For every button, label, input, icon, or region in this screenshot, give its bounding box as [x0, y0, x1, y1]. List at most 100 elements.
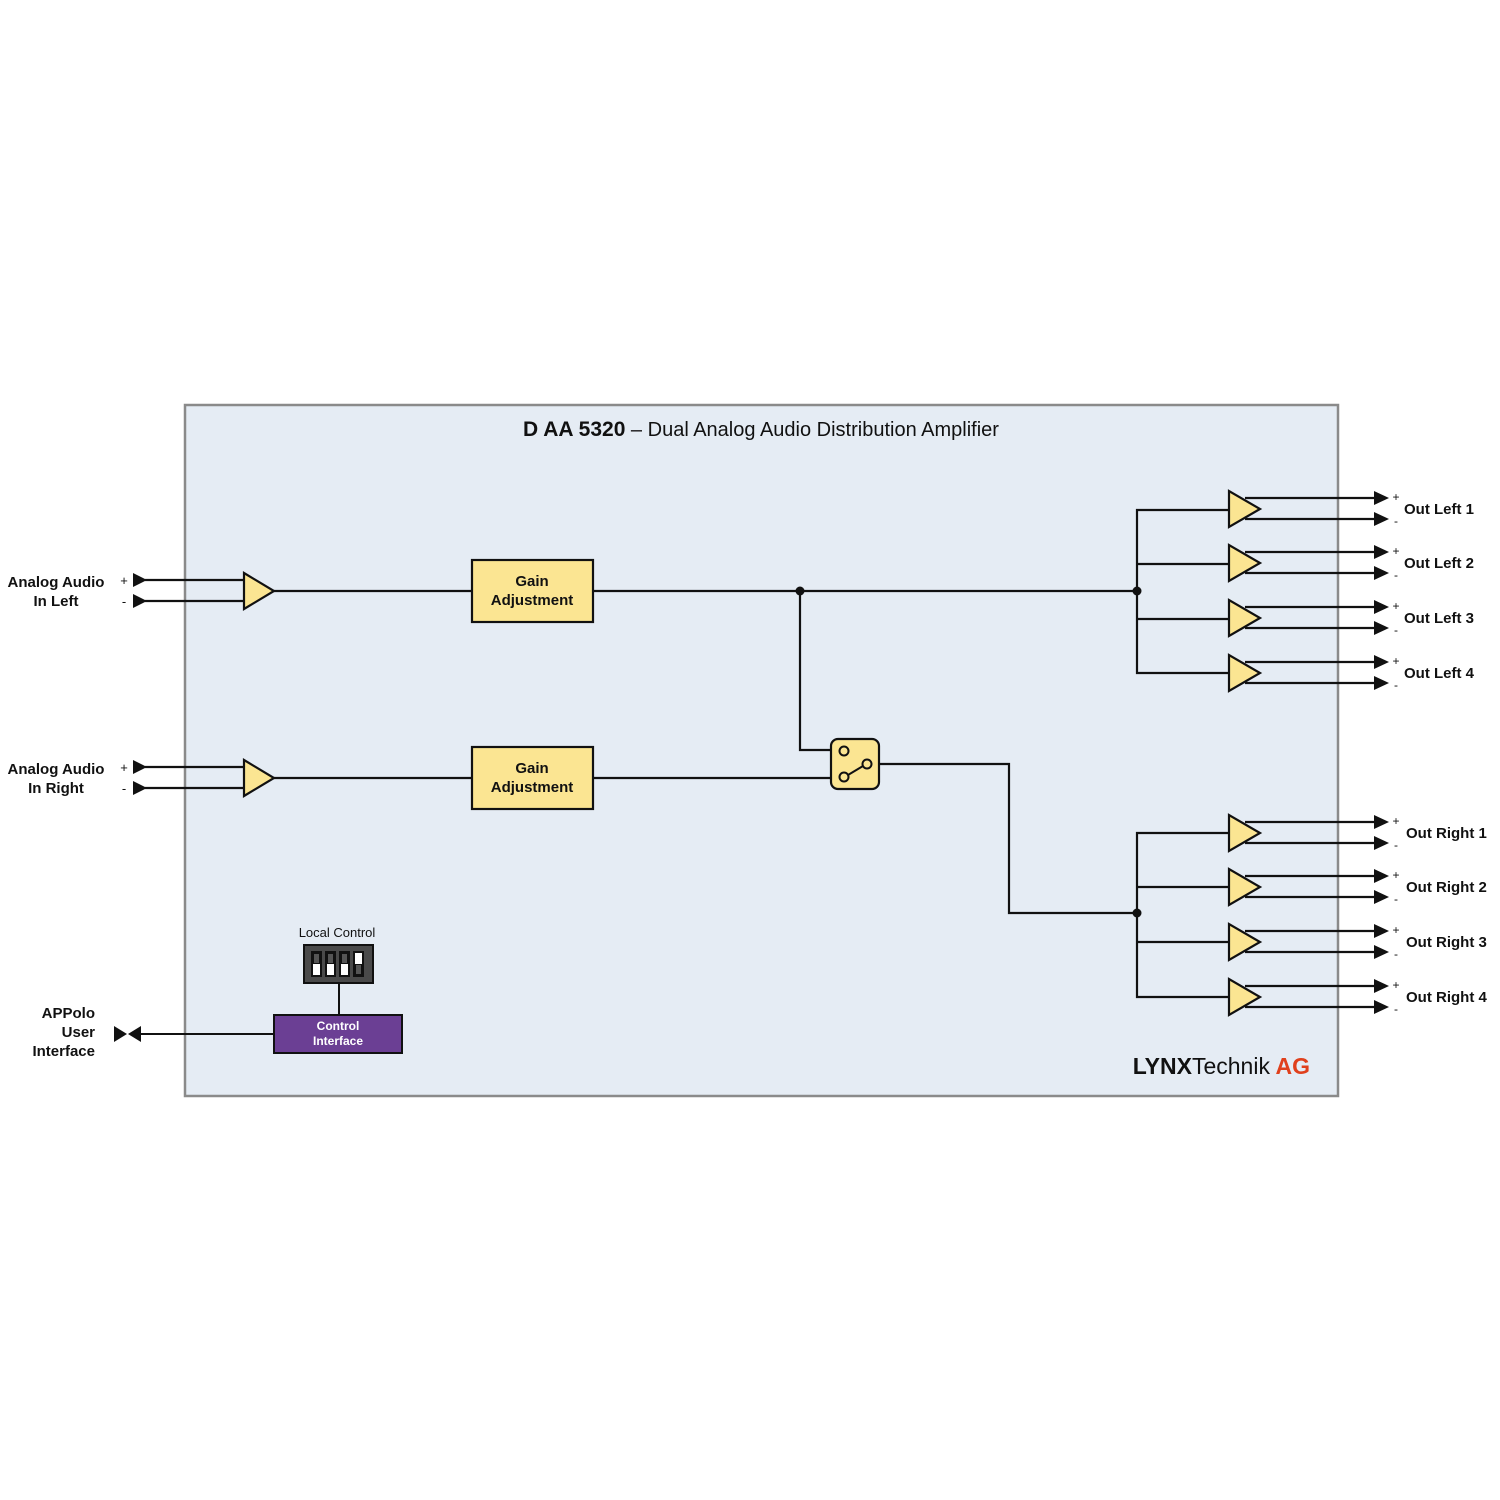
local-control-label: Local Control [299, 925, 376, 940]
output-plus-arrow-icon [1374, 545, 1389, 559]
input-left-label-2: In Left [34, 593, 79, 610]
title-model: D AA 5320 [523, 418, 625, 441]
output-amplifier-icon [1227, 543, 1263, 583]
output-label: Out Left 3 [1404, 610, 1474, 627]
bidirectional-connector-icon-right [128, 1026, 141, 1042]
junction-dot [1132, 908, 1142, 918]
output-minus-arrow-icon [1374, 890, 1389, 904]
input-right-amplifier-icon [242, 758, 277, 798]
output-right-2: +-Out Right 2 [1227, 867, 1487, 907]
output-plus-arrow-icon [1374, 815, 1389, 829]
output-amplifier-icon [1227, 922, 1263, 962]
output-minus-arrow-icon [1374, 621, 1389, 635]
output-plus-sign: + [1392, 923, 1399, 937]
output-amplifier-icon [1227, 813, 1263, 853]
input-left-minus-connector-icon [133, 594, 147, 608]
control-interface-line2: Interface [313, 1034, 363, 1048]
input-left-plus: + [120, 573, 128, 588]
dip-switch-1[interactable] [311, 951, 322, 977]
switch-icon [838, 745, 873, 783]
output-minus-arrow-icon [1374, 676, 1389, 690]
input-right-minus: - [122, 781, 126, 796]
output-minus-arrow-icon [1374, 1000, 1389, 1014]
input-right-label-2: In Right [28, 780, 84, 797]
junction-dot [795, 586, 805, 596]
output-amplifier-icon [1227, 489, 1263, 529]
dip-switch-3[interactable] [339, 951, 350, 977]
output-plus-sign: + [1392, 814, 1399, 828]
bidirectional-connector-icon [114, 1026, 127, 1042]
diagram-title: D AA 5320 – Dual Analog Audio Distributi… [523, 418, 999, 441]
output-right-3: + -Out Right 3 [1227, 922, 1487, 962]
gain-adjustment-left: Gain Adjustment [470, 558, 595, 624]
output-amplifier-icon [1227, 977, 1263, 1017]
input-left-minus: - [122, 594, 126, 609]
appolo-line1: APPolo [42, 1005, 95, 1022]
brand-ag: AG [1270, 1053, 1310, 1079]
brand-logo: LYNXTechnik AG [1133, 1053, 1310, 1079]
gain-right-line2: Adjustment [491, 779, 574, 796]
output-plus-sign: + [1392, 654, 1399, 668]
appolo-line2: User [62, 1024, 96, 1041]
output-plus-sign: + [1392, 599, 1399, 613]
output-label: Out Right 4 [1406, 989, 1487, 1006]
output-minus-sign: - [1394, 623, 1398, 637]
dip-switch-4[interactable] [353, 951, 364, 977]
brand-lynx: LYNX [1133, 1053, 1193, 1079]
output-amplifier-icon [1227, 653, 1263, 693]
control-interface-line1: Control [317, 1019, 360, 1033]
outputs-left: +-Out Left 1+-Out Left 2+-Out Left 3+-Ou… [1227, 489, 1475, 693]
output-plus-sign: + [1392, 868, 1399, 882]
output-label: Out Right 1 [1406, 825, 1487, 842]
output-left-1: + -Out Left 1 [1227, 489, 1474, 529]
output-left-3: + -Out Left 3 [1227, 598, 1474, 638]
outputs-right: +-Out Right 1+-Out Right 2+-Out Right 3+… [1227, 813, 1487, 1017]
device-panel [183, 403, 1340, 1098]
output-plus-sign: + [1392, 544, 1399, 558]
output-left-2: + -Out Left 2 [1227, 543, 1474, 583]
output-label: Out Left 2 [1404, 555, 1474, 572]
output-minus-sign: - [1394, 1002, 1398, 1016]
output-plus-arrow-icon [1374, 600, 1389, 614]
output-plus-arrow-icon [1374, 924, 1389, 938]
output-plus-arrow-icon [1374, 979, 1389, 993]
gain-adjustment-right: Gain Adjustment [470, 745, 595, 811]
input-left-label-1: Analog Audio [8, 574, 105, 591]
output-minus-sign: - [1394, 568, 1398, 582]
junction-dot [1132, 586, 1142, 596]
output-minus-sign: - [1394, 678, 1398, 692]
output-plus-arrow-icon [1374, 655, 1389, 669]
channel-switch [829, 737, 881, 791]
output-right-4: + -Out Right 4 [1227, 977, 1487, 1017]
input-left: Analog Audio In Left + - [8, 571, 472, 611]
output-label: Out Right 3 [1406, 934, 1487, 951]
output-left-4: + -Out Left 4 [1227, 653, 1475, 693]
input-right-label-1: Analog Audio [8, 761, 105, 778]
output-minus-sign: - [1394, 514, 1398, 528]
output-plus-sign: + [1392, 490, 1399, 504]
output-right-1: + -Out Right 1 [1227, 813, 1487, 853]
output-plus-sign: + [1392, 978, 1399, 992]
title-separator: – [625, 419, 647, 441]
control-interface: Control Interface [273, 1014, 403, 1054]
gain-left-line2: Adjustment [491, 592, 574, 609]
input-right: Analog Audio In Right + - [8, 758, 472, 798]
title-description: Dual Analog Audio Distribution Amplifier [648, 419, 1000, 441]
output-label: Out Left 4 [1404, 665, 1475, 682]
output-plus-arrow-icon [1374, 491, 1389, 505]
output-minus-arrow-icon [1374, 945, 1389, 959]
local-control: Local Control [299, 925, 376, 1015]
input-right-minus-connector-icon [133, 781, 147, 795]
appolo-user-interface-label: APPolo User Interface [32, 1005, 95, 1060]
output-minus-arrow-icon [1374, 836, 1389, 850]
gain-right-line1: Gain [515, 760, 548, 777]
gain-left-line1: Gain [515, 573, 548, 590]
output-label: Out Left 1 [1404, 501, 1474, 518]
input-left-plus-connector-icon [133, 573, 147, 587]
output-plus-arrow-icon [1374, 869, 1389, 883]
dip-switch-2[interactable] [325, 951, 336, 977]
output-minus-sign: - [1394, 838, 1398, 852]
input-right-plus-connector-icon [133, 760, 147, 774]
output-minus-sign: - [1394, 947, 1398, 961]
output-amplifier-icon [1227, 867, 1263, 907]
